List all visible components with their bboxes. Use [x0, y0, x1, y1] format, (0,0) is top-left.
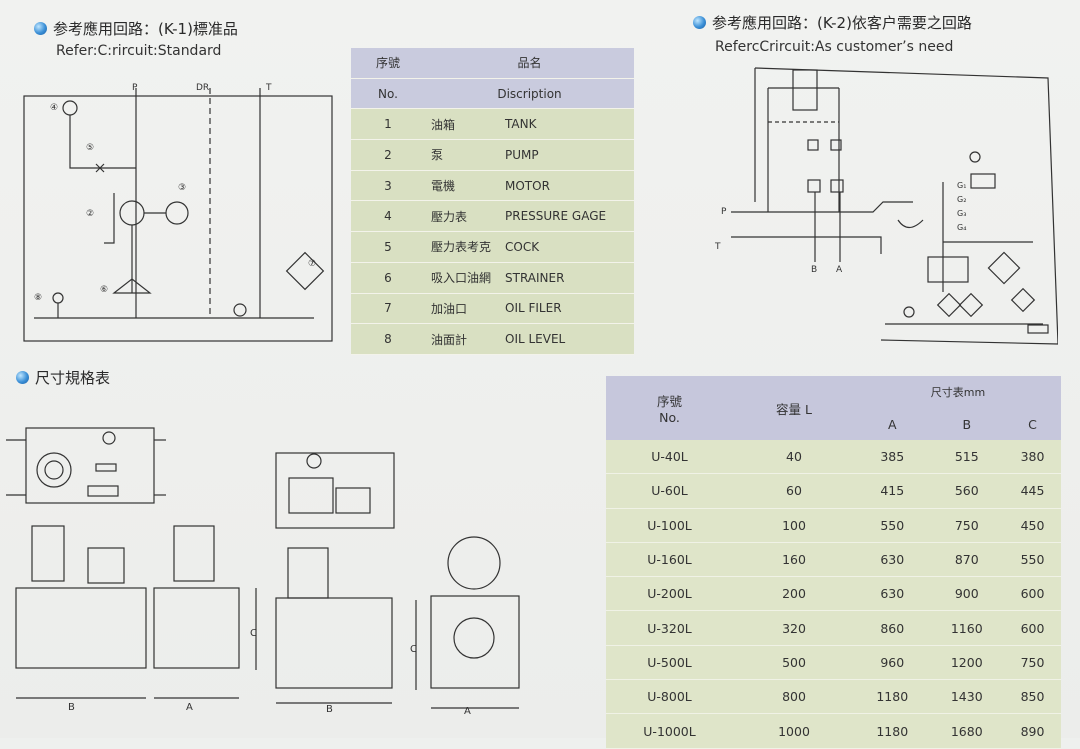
callout-7: ⑦: [308, 259, 316, 269]
k1-subtitle: Refer:C:rircuit:Standard: [56, 43, 222, 59]
dim-b2: B: [326, 704, 333, 715]
size-title: 尺寸規格表: [16, 367, 110, 388]
dim-b1: B: [68, 702, 75, 713]
k2-title-text: 参考應用回路：(K-2)依客户需要之回路: [712, 14, 972, 32]
callout-4: ④: [50, 103, 58, 113]
col-a: A: [855, 408, 930, 440]
col-name-zh: 品名: [425, 48, 634, 79]
col-no-zh: 序號: [656, 394, 682, 409]
dim-c1: C: [250, 628, 257, 639]
col-no-en: No.: [659, 410, 680, 425]
k2-subtitle: RefercCrircuit:As customer’s need: [715, 39, 954, 55]
size-drawings: B A C B C A: [6, 427, 520, 717]
label-t2: T: [714, 242, 721, 252]
label-g3: G₃: [957, 209, 966, 218]
label-dr: DR: [196, 83, 209, 93]
k2-title: 参考應用回路：(K-2)依客户需要之回路: [693, 12, 972, 33]
bullet-icon: [16, 371, 29, 384]
label-g4: G₄: [957, 223, 966, 232]
k1-title-text: 参考應用回路：(K-1)標准品: [53, 20, 238, 38]
k1-circuit-diagram: P DR T ④ ⑤ ② ③ ⑥ ⑦ ⑧: [23, 83, 333, 342]
dim-a1: A: [186, 702, 193, 713]
callout-5: ⑤: [86, 143, 94, 153]
label-g1: G₁: [957, 181, 966, 190]
col-name-en: Discription: [425, 78, 634, 110]
bullet-icon: [693, 16, 706, 29]
k2-circuit-diagram: P T B A G₁ G₂ G₃ G₄: [714, 67, 1058, 345]
label-b: B: [811, 265, 817, 275]
k1-title: 参考應用回路：(K-1)標准品: [34, 18, 238, 39]
col-dim-group: 尺寸表mm: [855, 376, 1061, 408]
callout-2: ②: [86, 209, 94, 219]
label-p: P: [132, 83, 138, 93]
bullet-icon: [34, 22, 47, 35]
col-b: B: [929, 408, 1004, 440]
col-no: 序號 No.: [606, 376, 733, 440]
label-t: T: [265, 83, 272, 93]
callout-8: ⑧: [34, 293, 42, 303]
col-no-zh: 序號: [351, 48, 425, 79]
col-no-en: No.: [351, 78, 425, 110]
label-a: A: [836, 265, 843, 275]
dim-c2: C: [410, 644, 417, 655]
callout-6: ⑥: [100, 285, 108, 295]
label-p2: P: [721, 207, 727, 217]
label-g2: G₂: [957, 195, 966, 204]
col-c: C: [1004, 408, 1061, 440]
dim-a2: A: [464, 706, 471, 717]
size-title-text: 尺寸規格表: [35, 369, 111, 387]
callout-3: ③: [178, 183, 186, 193]
col-capacity: 容量 L: [733, 376, 855, 440]
